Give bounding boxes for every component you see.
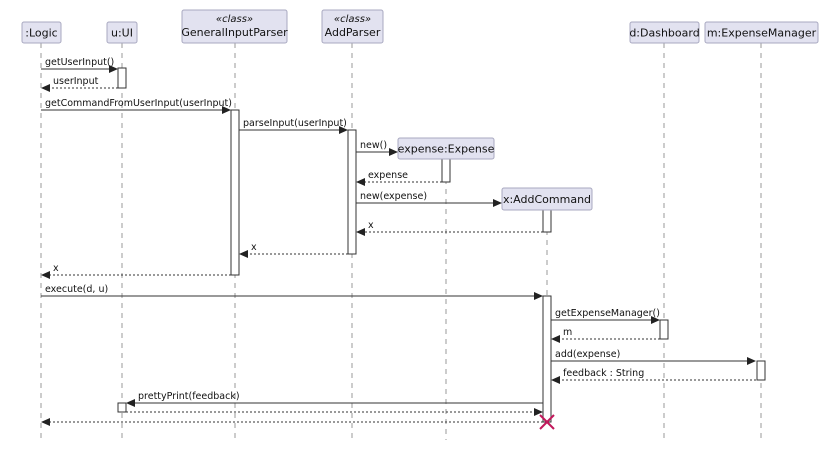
message-new: new() <box>356 140 398 156</box>
message-label: x <box>368 220 374 231</box>
message-label: prettyPrint(feedback) <box>138 391 240 402</box>
message-label: new() <box>360 140 387 151</box>
message-label: getExpenseManager() <box>555 308 660 319</box>
message-x: x <box>239 242 348 258</box>
participant-label: GeneralInputParser <box>181 26 288 39</box>
message-label: feedback : String <box>563 368 644 379</box>
participant-em: m:ExpenseManager <box>704 21 819 44</box>
arrowhead <box>493 199 502 207</box>
message-label: x <box>53 263 59 274</box>
message-label: add(expense) <box>555 349 620 360</box>
activation-bar <box>230 109 240 276</box>
participant-label: m:ExpenseManager <box>707 27 817 40</box>
participant-dash: d:Dashboard <box>629 21 700 44</box>
participant-label: d:Dashboard <box>629 27 699 40</box>
participant-expense: expense:Expense <box>397 137 495 160</box>
activation-bar <box>117 402 127 413</box>
message-new-expense: new(expense) <box>356 191 502 207</box>
participant-gip: «class»GeneralInputParser <box>181 9 288 44</box>
activation-bar <box>441 158 451 183</box>
participant-logic: :Logic <box>21 21 62 44</box>
message-getcommandfromuserinput-userinput: getCommandFromUserInput(userInput) <box>41 98 232 114</box>
message-expense: expense <box>356 170 442 186</box>
message-label: getCommandFromUserInput(userInput) <box>45 98 232 109</box>
arrowhead <box>41 84 50 92</box>
message-getuserinput: getUserInput() <box>41 57 118 73</box>
participant-label: AddParser <box>325 26 381 39</box>
message-add-expense: add(expense) <box>551 349 756 365</box>
arrowhead <box>651 316 660 324</box>
message-execute-d-u: execute(d, u) <box>41 284 543 300</box>
message-x: x <box>41 263 231 279</box>
arrowhead <box>747 357 756 365</box>
message-label: new(expense) <box>360 191 427 202</box>
message-m: m <box>551 327 660 343</box>
arrowhead <box>389 148 398 156</box>
arrowhead <box>222 106 231 114</box>
arrowhead <box>239 250 248 258</box>
message-return <box>126 408 543 416</box>
activation-bar <box>347 129 357 255</box>
message-label: m <box>563 327 572 338</box>
message-label: getUserInput() <box>45 57 114 68</box>
activation-bar <box>756 360 766 381</box>
arrowhead <box>41 271 50 279</box>
message-label: parseInput(userInput) <box>243 118 347 129</box>
participant-ap: «class»AddParser <box>321 9 384 44</box>
arrowhead <box>534 292 543 300</box>
message-parseinput-userinput: parseInput(userInput) <box>239 118 348 134</box>
message-label: userInput <box>53 76 99 87</box>
arrowhead <box>339 126 348 134</box>
arrowhead <box>109 65 118 73</box>
participant-ui: u:UI <box>106 21 138 44</box>
message-prettyprint-feedback: prettyPrint(feedback) <box>126 391 543 407</box>
activation-bar <box>542 295 552 423</box>
arrowhead <box>356 228 365 236</box>
destroy-icon <box>539 414 555 430</box>
participant-stereotype: «class» <box>334 14 371 25</box>
participant-label: u:UI <box>111 27 133 40</box>
message-label: execute(d, u) <box>45 284 108 295</box>
arrowhead <box>551 376 560 384</box>
arrowhead <box>126 399 135 407</box>
message-userinput: userInput <box>41 76 118 92</box>
message-label: expense <box>368 170 408 181</box>
message-label: x <box>251 242 257 253</box>
arrowhead <box>534 408 543 416</box>
arrowhead <box>41 418 50 426</box>
message-getexpensemanager: getExpenseManager() <box>551 308 660 324</box>
activation-bar <box>542 209 552 233</box>
activation-bar <box>659 319 669 340</box>
participant-stereotype: «class» <box>216 14 253 25</box>
arrowhead <box>356 178 365 186</box>
activation-bar <box>117 67 127 89</box>
message-return <box>41 418 543 426</box>
participant-label: x:AddCommand <box>503 193 591 206</box>
message-feedback-string: feedback : String <box>551 368 756 384</box>
arrowhead <box>551 335 560 343</box>
participant-cmd: x:AddCommand <box>501 187 593 211</box>
message-x: x <box>356 220 543 236</box>
participant-label: :Logic <box>25 27 57 40</box>
participant-label: expense:Expense <box>398 143 495 156</box>
